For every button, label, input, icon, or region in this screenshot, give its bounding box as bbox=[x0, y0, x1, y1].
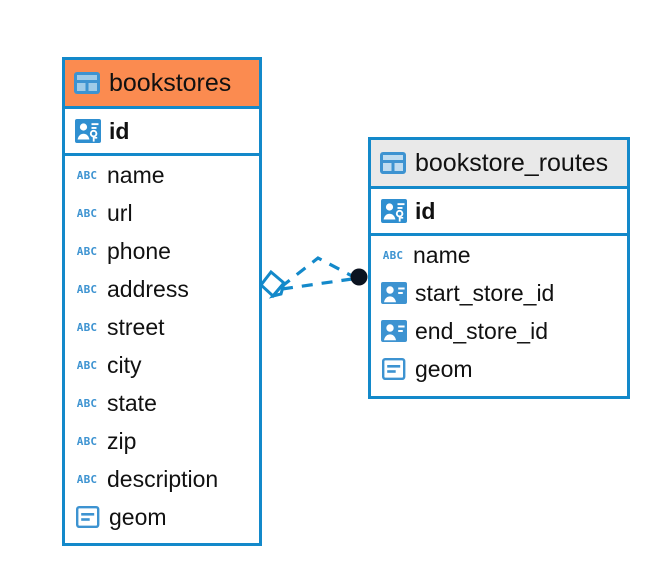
abc-text-icon: ABC bbox=[75, 163, 99, 187]
field-row-zip[interactable]: ABC zip bbox=[65, 422, 259, 460]
entity-bookstore-routes-primary-key-section: id bbox=[371, 186, 627, 236]
field-row-state[interactable]: ABC state bbox=[65, 384, 259, 422]
field-label-end-store-id: end_store_id bbox=[415, 317, 548, 344]
abc-text-icon: ABC bbox=[381, 243, 405, 267]
abc-text-icon: ABC bbox=[75, 429, 99, 453]
entity-bookstore-routes[interactable]: bookstore_routes id bbox=[368, 137, 630, 399]
field-label-id: id bbox=[415, 197, 436, 224]
geometry-icon bbox=[381, 356, 407, 382]
field-row-city[interactable]: ABC city bbox=[65, 346, 259, 384]
entity-bookstores-header[interactable]: bookstores bbox=[65, 60, 259, 106]
entity-bookstores-primary-key-section: id bbox=[65, 106, 259, 156]
primary-key-icon bbox=[381, 198, 407, 224]
field-label-start-store-id: start_store_id bbox=[415, 279, 555, 306]
field-label-url: url bbox=[107, 199, 133, 226]
field-label-description: description bbox=[107, 465, 219, 492]
entity-bookstores-title: bookstores bbox=[109, 68, 232, 97]
field-label-id: id bbox=[109, 117, 130, 144]
field-row-name[interactable]: ABC name bbox=[65, 156, 259, 194]
diamond-marker bbox=[258, 269, 287, 299]
svg-text:ABC: ABC bbox=[77, 245, 97, 258]
field-row-name[interactable]: ABC name bbox=[371, 236, 627, 274]
field-row-url[interactable]: ABC url bbox=[65, 194, 259, 232]
svg-text:ABC: ABC bbox=[77, 207, 97, 220]
svg-text:ABC: ABC bbox=[77, 359, 97, 372]
entity-bookstore-routes-title: bookstore_routes bbox=[415, 148, 609, 177]
table-icon bbox=[74, 72, 100, 94]
svg-text:ABC: ABC bbox=[77, 435, 97, 448]
abc-text-icon: ABC bbox=[75, 239, 99, 263]
filled-circle-marker bbox=[350, 268, 368, 286]
relationship-line-upper bbox=[280, 256, 355, 289]
field-row-id[interactable]: id bbox=[65, 109, 259, 153]
svg-text:ABC: ABC bbox=[383, 249, 403, 262]
entity-bookstore-routes-fields: ABC name start_store_id bbox=[371, 236, 627, 392]
svg-text:ABC: ABC bbox=[77, 473, 97, 486]
spacer bbox=[371, 388, 627, 392]
field-label-address: address bbox=[107, 275, 189, 302]
field-label-geom: geom bbox=[109, 503, 167, 530]
abc-text-icon: ABC bbox=[75, 391, 99, 415]
abc-text-icon: ABC bbox=[75, 467, 99, 491]
field-row-description[interactable]: ABC description bbox=[65, 460, 259, 498]
entity-bookstores-fields: ABC name ABC url ABC p bbox=[65, 156, 259, 540]
field-row-geom[interactable]: geom bbox=[65, 498, 259, 536]
foreign-key-icon bbox=[381, 280, 407, 306]
svg-text:ABC: ABC bbox=[77, 321, 97, 334]
svg-text:ABC: ABC bbox=[77, 283, 97, 296]
field-label-zip: zip bbox=[107, 427, 137, 454]
svg-text:ABC: ABC bbox=[77, 169, 97, 182]
field-label-city: city bbox=[107, 351, 142, 378]
field-row-end-store-id[interactable]: end_store_id bbox=[371, 312, 627, 350]
entity-bookstores[interactable]: bookstores id bbox=[62, 57, 262, 546]
field-label-name: name bbox=[107, 161, 165, 188]
field-row-id[interactable]: id bbox=[371, 189, 627, 233]
field-label-phone: phone bbox=[107, 237, 171, 264]
field-label-street: street bbox=[107, 313, 165, 340]
field-label-state: state bbox=[107, 389, 157, 416]
foreign-key-icon bbox=[381, 318, 407, 344]
field-row-address[interactable]: ABC address bbox=[65, 270, 259, 308]
field-row-start-store-id[interactable]: start_store_id bbox=[371, 274, 627, 312]
spacer bbox=[65, 536, 259, 540]
field-row-street[interactable]: ABC street bbox=[65, 308, 259, 346]
primary-key-icon bbox=[75, 118, 101, 144]
relationship-line-lower bbox=[281, 277, 353, 291]
table-icon bbox=[380, 152, 406, 174]
abc-text-icon: ABC bbox=[75, 201, 99, 225]
svg-text:ABC: ABC bbox=[77, 397, 97, 410]
field-row-geom[interactable]: geom bbox=[371, 350, 627, 388]
abc-text-icon: ABC bbox=[75, 277, 99, 301]
abc-text-icon: ABC bbox=[75, 353, 99, 377]
geometry-icon bbox=[75, 504, 101, 530]
field-row-phone[interactable]: ABC phone bbox=[65, 232, 259, 270]
field-label-geom: geom bbox=[415, 355, 473, 382]
entity-bookstore-routes-header[interactable]: bookstore_routes bbox=[371, 140, 627, 186]
abc-text-icon: ABC bbox=[75, 315, 99, 339]
field-label-name: name bbox=[413, 241, 471, 268]
